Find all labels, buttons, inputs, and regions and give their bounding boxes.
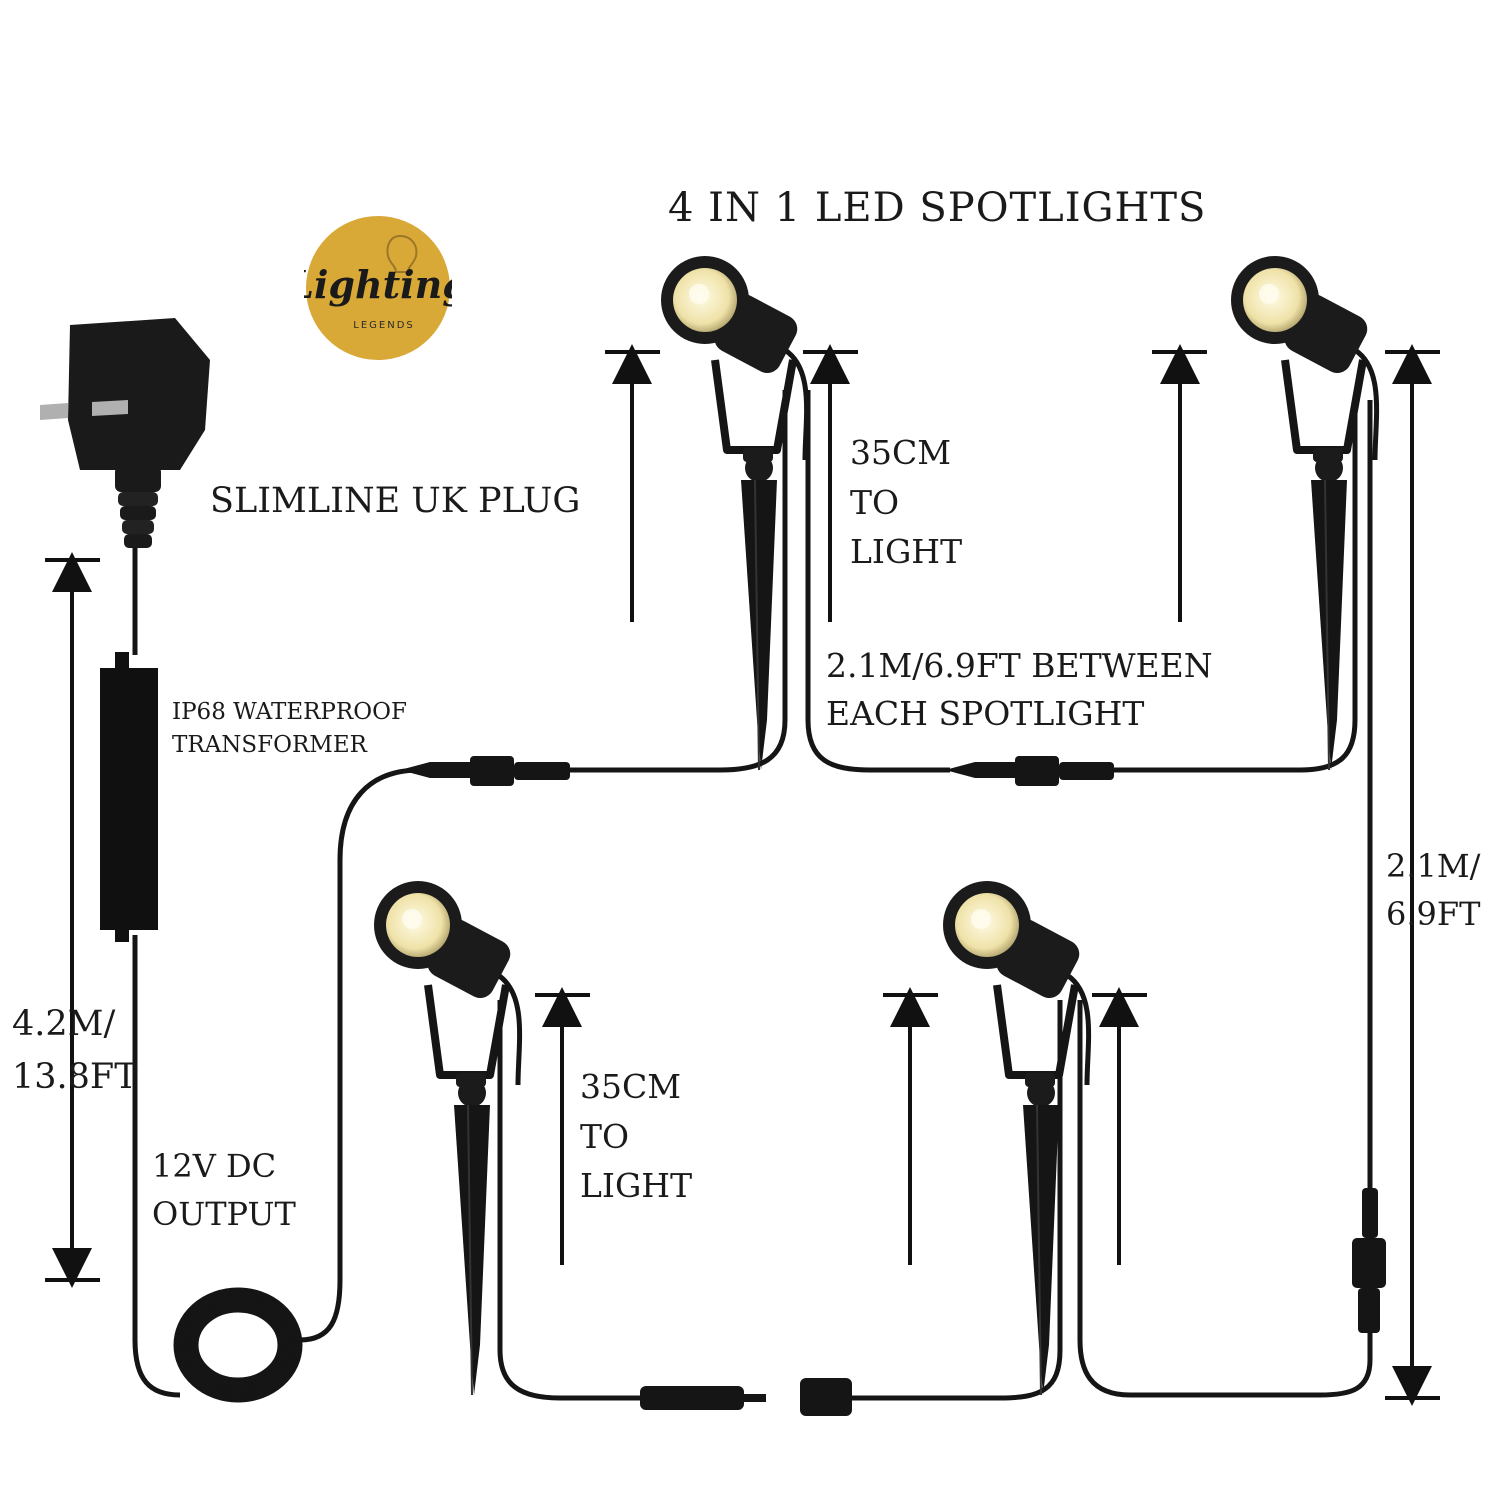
cable-coil bbox=[173, 1287, 303, 1403]
transformer-label-line2: TRANSFORMER bbox=[172, 732, 367, 759]
light-distance-top-line3: LIGHT bbox=[850, 532, 963, 571]
side-cable-length-line1: 2.1M/ bbox=[1386, 847, 1481, 885]
plug-label: SLIMLINE UK PLUG bbox=[210, 481, 581, 521]
light-distance-top-line1: 35CM bbox=[850, 433, 952, 472]
lighting-legends-logo: Lighting LEGENDS bbox=[304, 216, 452, 360]
output-label-line2: OUTPUT bbox=[152, 1195, 296, 1233]
side-cable-length-line2: 6.9FT bbox=[1386, 895, 1481, 933]
transformer-label: IP68 WATERPROOF TRANSFORMER bbox=[172, 696, 407, 763]
main-cable-length-line1: 4.2M/ bbox=[12, 1004, 116, 1044]
transformer-label-line1: IP68 WATERPROOF bbox=[172, 699, 407, 725]
dimension-arrows bbox=[45, 344, 1440, 1406]
light-distance-bottom-line2: TO bbox=[580, 1116, 630, 1156]
transformer-icon bbox=[100, 652, 158, 942]
spacing-label-line1: 2.1M/6.9FT BETWEEN bbox=[826, 646, 1213, 685]
logo-subtext: LEGENDS bbox=[353, 320, 415, 331]
side-cable-length-label: 2.1M/ 6.9FT bbox=[1386, 842, 1480, 938]
spotlight-bottom-middle-icon bbox=[943, 881, 1089, 1395]
light-distance-bottom-label: 35CM TO LIGHT bbox=[580, 1062, 692, 1211]
light-distance-bottom-line1: 35CM bbox=[580, 1067, 682, 1106]
light-distance-bottom-line3: LIGHT bbox=[580, 1166, 693, 1205]
spacing-label: 2.1M/6.9FT BETWEEN EACH SPOTLIGHT bbox=[826, 642, 1213, 738]
output-label-line1: 12V DC bbox=[152, 1147, 277, 1185]
output-label: 12V DC OUTPUT bbox=[152, 1142, 296, 1238]
light-distance-top-line2: TO bbox=[850, 482, 900, 522]
cable-connectors bbox=[400, 756, 1386, 1416]
logo-wordmark: Lighting bbox=[304, 262, 452, 307]
uk-plug-icon bbox=[40, 318, 210, 548]
main-cable-length-label: 4.2M/ 13.8FT bbox=[12, 998, 138, 1103]
spacing-label-line2: EACH SPOTLIGHT bbox=[826, 693, 1145, 733]
cable-network bbox=[132, 390, 1373, 1401]
light-distance-top-label: 35CM TO LIGHT bbox=[850, 428, 962, 577]
main-cable-length-line2: 13.8FT bbox=[12, 1056, 138, 1097]
diagram-title: 4 IN 1 LED SPOTLIGHTS bbox=[668, 185, 1207, 231]
